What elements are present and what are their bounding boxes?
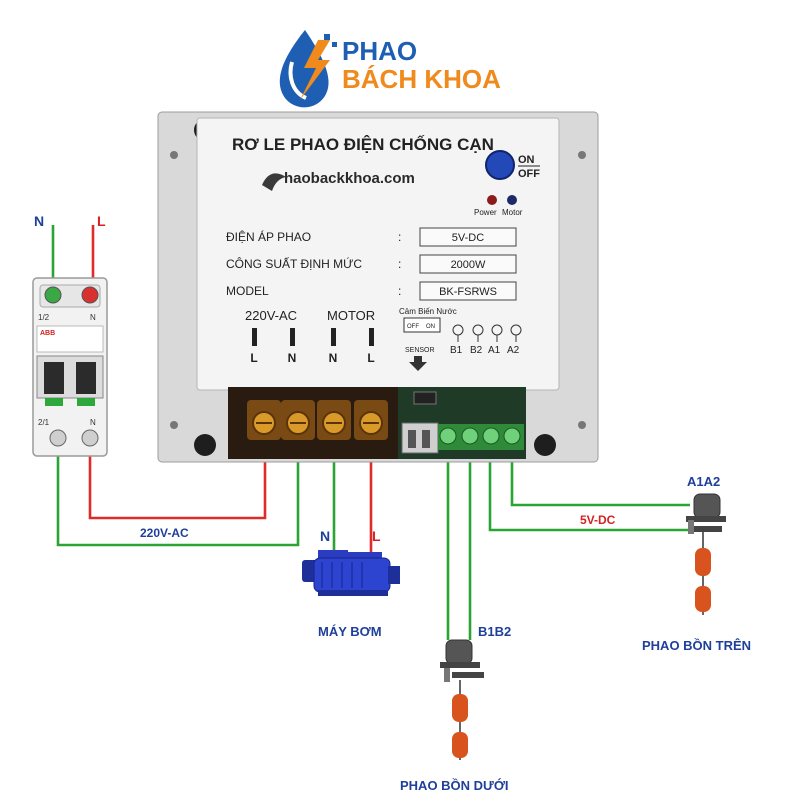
motor-l-label: L [372, 528, 381, 544]
wire-breaker-to-n [56, 440, 300, 547]
power-switch-button[interactable] [485, 150, 515, 180]
device-title: RƠ LE PHAO ĐIỆN CHỐNG CẠN [232, 134, 494, 154]
terminal-letter: N [288, 351, 297, 365]
sensor-connector [401, 422, 439, 454]
spec-label-power: CÔNG SUẤT ĐỊNH MỨC [226, 256, 362, 271]
b1b2-label: B1B2 [478, 624, 511, 639]
breaker-toggle-1[interactable] [44, 362, 64, 394]
spec-value-power: 2000W [451, 259, 486, 271]
sensor-switch[interactable] [413, 391, 437, 405]
a1a2-label: A1A2 [687, 474, 720, 489]
float-terminal-label: A2 [507, 345, 520, 356]
relay-device: RƠ LE PHAO ĐIỆN CHỐNG CẠN ON OFF haoback… [157, 111, 599, 463]
float-terminals [438, 424, 524, 450]
power-terminals [247, 400, 388, 440]
circuit-breaker: N L 1/2 N ABB 2/1 N [32, 213, 108, 457]
lower-float-label: PHAO BỒN DƯỚI [400, 778, 509, 793]
breaker-bottom-mark-2: N [90, 418, 96, 427]
motor-led-icon [507, 195, 517, 205]
website-logo: haobackkhoa.com [262, 170, 415, 191]
wire-a1 [488, 440, 690, 532]
group-220-label: 220V-AC [245, 308, 297, 323]
float-terminal-label: B2 [470, 345, 483, 356]
float-terminal-label: A1 [488, 345, 501, 356]
sensor-title: Cảm Biến Nước [399, 307, 457, 316]
off-label: OFF [518, 168, 540, 180]
water-drop-bolt-icon [279, 30, 337, 108]
mount-hole [534, 434, 556, 456]
power-led-icon [487, 195, 497, 205]
ac-220-label: 220V-AC [140, 526, 189, 540]
pump: N L MÁY BƠM [302, 528, 400, 639]
spec-value-voltage: 5V-DC [452, 232, 484, 244]
lower-float-switch: B1B2 PHAO BỒN DƯỚI [400, 624, 511, 793]
svg-text::: : [398, 257, 401, 271]
down-arrow-icon [409, 356, 427, 371]
breaker-brand: ABB [40, 330, 55, 337]
group-motor-label: MOTOR [327, 308, 375, 323]
power-led-label: Power [474, 208, 497, 217]
breaker-top-mark-2: N [90, 313, 96, 322]
mount-hole [194, 434, 216, 456]
sensor-on: ON [426, 324, 435, 330]
breaker-l-label: L [97, 213, 106, 229]
spec-value-model: BK-FSRWS [439, 286, 497, 298]
float-terminal-label: B1 [450, 345, 463, 356]
terminal-letter: L [367, 351, 374, 365]
brand-line1: PHAO [342, 36, 417, 66]
breaker-top-mark-1: 1/2 [38, 313, 50, 322]
breaker-toggle-2[interactable] [76, 362, 96, 394]
breaker-bottom-mark-1: 2/1 [38, 418, 50, 427]
dc-5v-label: 5V-DC [580, 513, 616, 527]
spec-table: ĐIỆN ÁP PHAO : 5V-DC CÔNG SUẤT ĐỊNH MỨC … [226, 227, 517, 301]
sensor-label: SENSOR [405, 347, 435, 354]
wire-breaker-to-l [88, 440, 267, 520]
pump-label: MÁY BƠM [318, 624, 382, 639]
upper-float-label: PHAO BỒN TRÊN [642, 638, 751, 653]
upper-float-switch: A1A2 PHAO BỒN TRÊN [642, 474, 751, 653]
svg-text::: : [398, 284, 401, 298]
motor-n-label: N [320, 528, 330, 544]
brand-logo: PHAO BÁCH KHOA [279, 30, 501, 108]
brand-mark-icon [262, 173, 286, 191]
brand-line2: BÁCH KHOA [342, 64, 501, 94]
website-text: haobackkhoa.com [284, 170, 415, 187]
float-terminal-icons: B1 B2 A1 A2 [450, 324, 522, 356]
sensor-off: OFF [407, 324, 419, 330]
motor-led-label: Motor [502, 208, 523, 217]
on-label: ON [518, 154, 535, 166]
svg-text::: : [398, 230, 401, 244]
terminal-letter: N [329, 351, 338, 365]
spec-label-model: MODEL [226, 284, 269, 298]
breaker-n-label: N [34, 213, 44, 229]
terminal-letter: L [250, 351, 257, 365]
terminal-markers: L N N L [250, 328, 375, 365]
spec-label-voltage: ĐIỆN ÁP PHAO [226, 229, 311, 244]
